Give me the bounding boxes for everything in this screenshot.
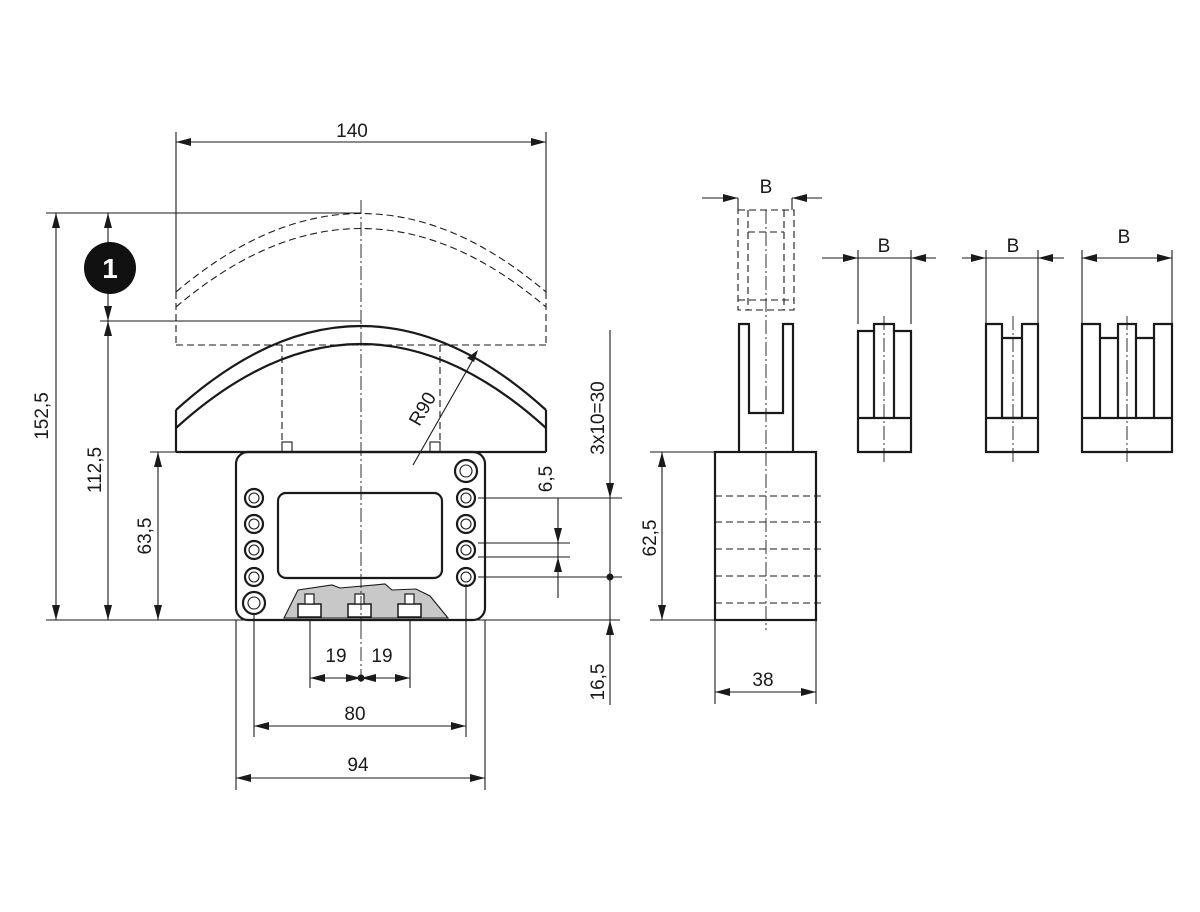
dim-pitch-small: 6,5 [536,466,557,492]
dim-b-side-view: B [760,177,773,198]
dim-b-variant-2: B [1007,236,1020,257]
dim-height-112: 112,5 [85,447,106,493]
dim-total-height: 152,5 [32,392,53,440]
radius-leader [412,350,478,466]
dim-pitch-total: 3x10=30 [588,381,609,454]
dim-side-width: 38 [752,670,773,691]
front-view: R90 [174,200,548,625]
variant-profile-2: B [962,236,1064,462]
display-window [276,491,444,580]
pitch-dimensions: 6,5 3x10=30 16,5 [478,330,622,705]
dim-b-variant-1: B [878,236,891,257]
callout-badge [84,242,136,294]
dim-offset-bottom: 16,5 [588,664,609,701]
dim-b-variant-3: B [1118,227,1131,248]
dim-base-width: 94 [347,755,369,776]
dim-hole-span: 80 [344,704,365,725]
radius-label: R90 [405,389,441,430]
bottom-dimensions: 19 19 80 94 [235,584,486,790]
dim-side-height: 62,5 [640,520,661,557]
variant-profile-3: B [1080,227,1174,462]
terminal-screws-right [453,458,479,588]
dim-half-pitch-right: 19 [371,646,392,667]
terminal-screws-left [241,487,267,616]
variant-profile-1: B [822,236,936,462]
side-view: B 62,5 38 [640,177,825,704]
dim-height-63: 63,5 [135,518,156,555]
callout-number: 1 [102,253,118,284]
dim-width-140: 140 [336,121,368,142]
cap-raised-position [175,212,547,442]
cutaway-fixings [283,583,450,619]
dim-half-pitch-left: 19 [325,646,346,667]
top-dimension: 140 [175,121,547,292]
left-dimensions: 152,5 1 112,5 63,5 [32,212,620,621]
